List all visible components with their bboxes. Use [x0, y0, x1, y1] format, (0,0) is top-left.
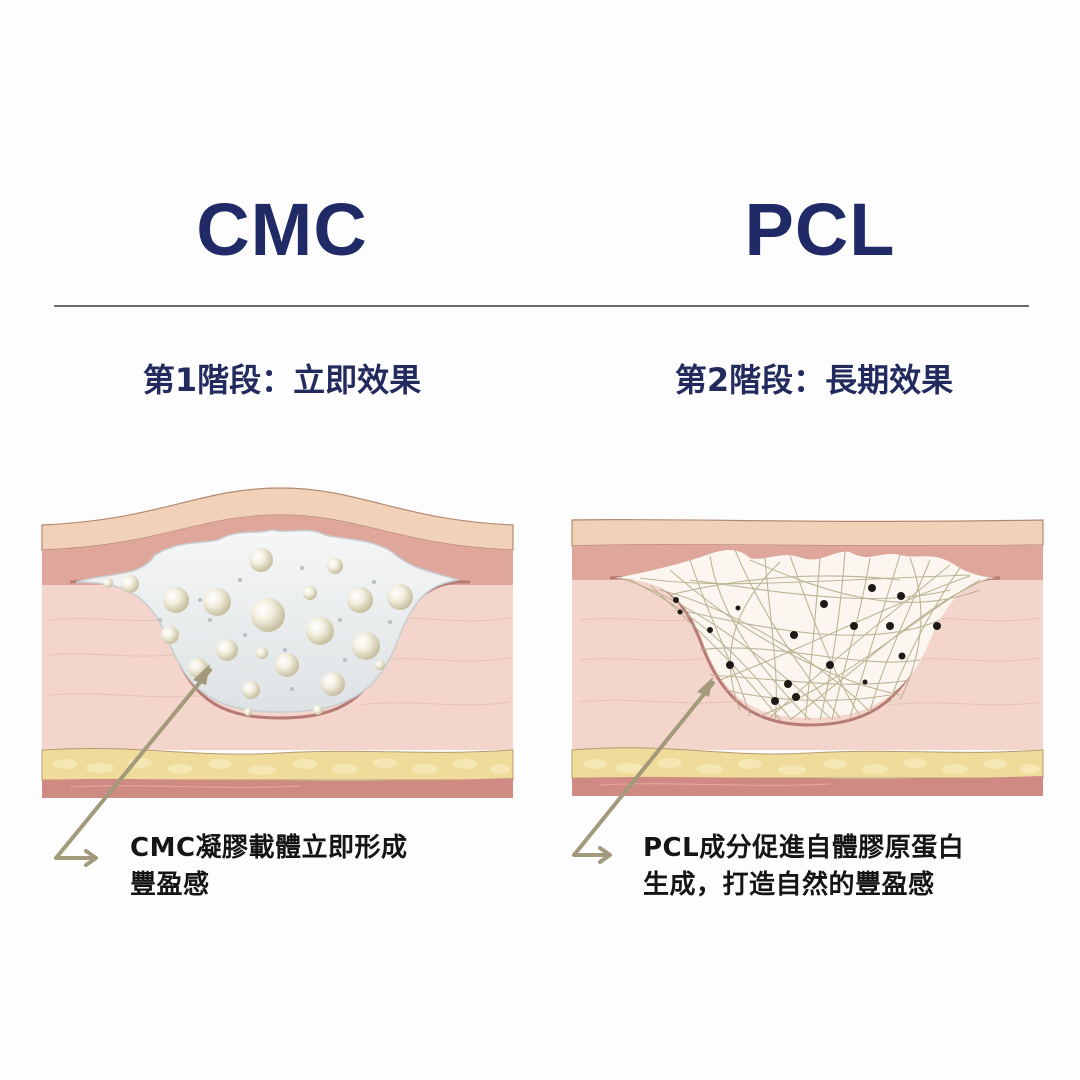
- header-divider: [54, 305, 1029, 307]
- pcl-caption: PCL成分促進自體膠原蛋白 生成，打造自然的豐盈感: [643, 830, 964, 904]
- cmc-caption-line-2: 豐盈感: [130, 870, 210, 900]
- pcl-illustration: [570, 480, 1045, 810]
- pcl-caption-line-2: 生成，打造自然的豐盈感: [643, 870, 935, 900]
- cmc-illustration: [40, 480, 515, 810]
- cmc-caption: CMC凝膠載體立即形成 豐盈感: [130, 830, 408, 904]
- cmc-caption-line-1: CMC凝膠載體立即形成: [130, 833, 408, 863]
- pcl-title: PCL: [744, 188, 896, 271]
- pcl-caption-line-1: PCL成分促進自體膠原蛋白: [643, 833, 965, 863]
- cmc-title: CMC: [196, 188, 368, 271]
- stage-1-label: 第1階段：立即效果: [142, 361, 422, 399]
- stage-2-label: 第2階段：長期效果: [674, 361, 954, 399]
